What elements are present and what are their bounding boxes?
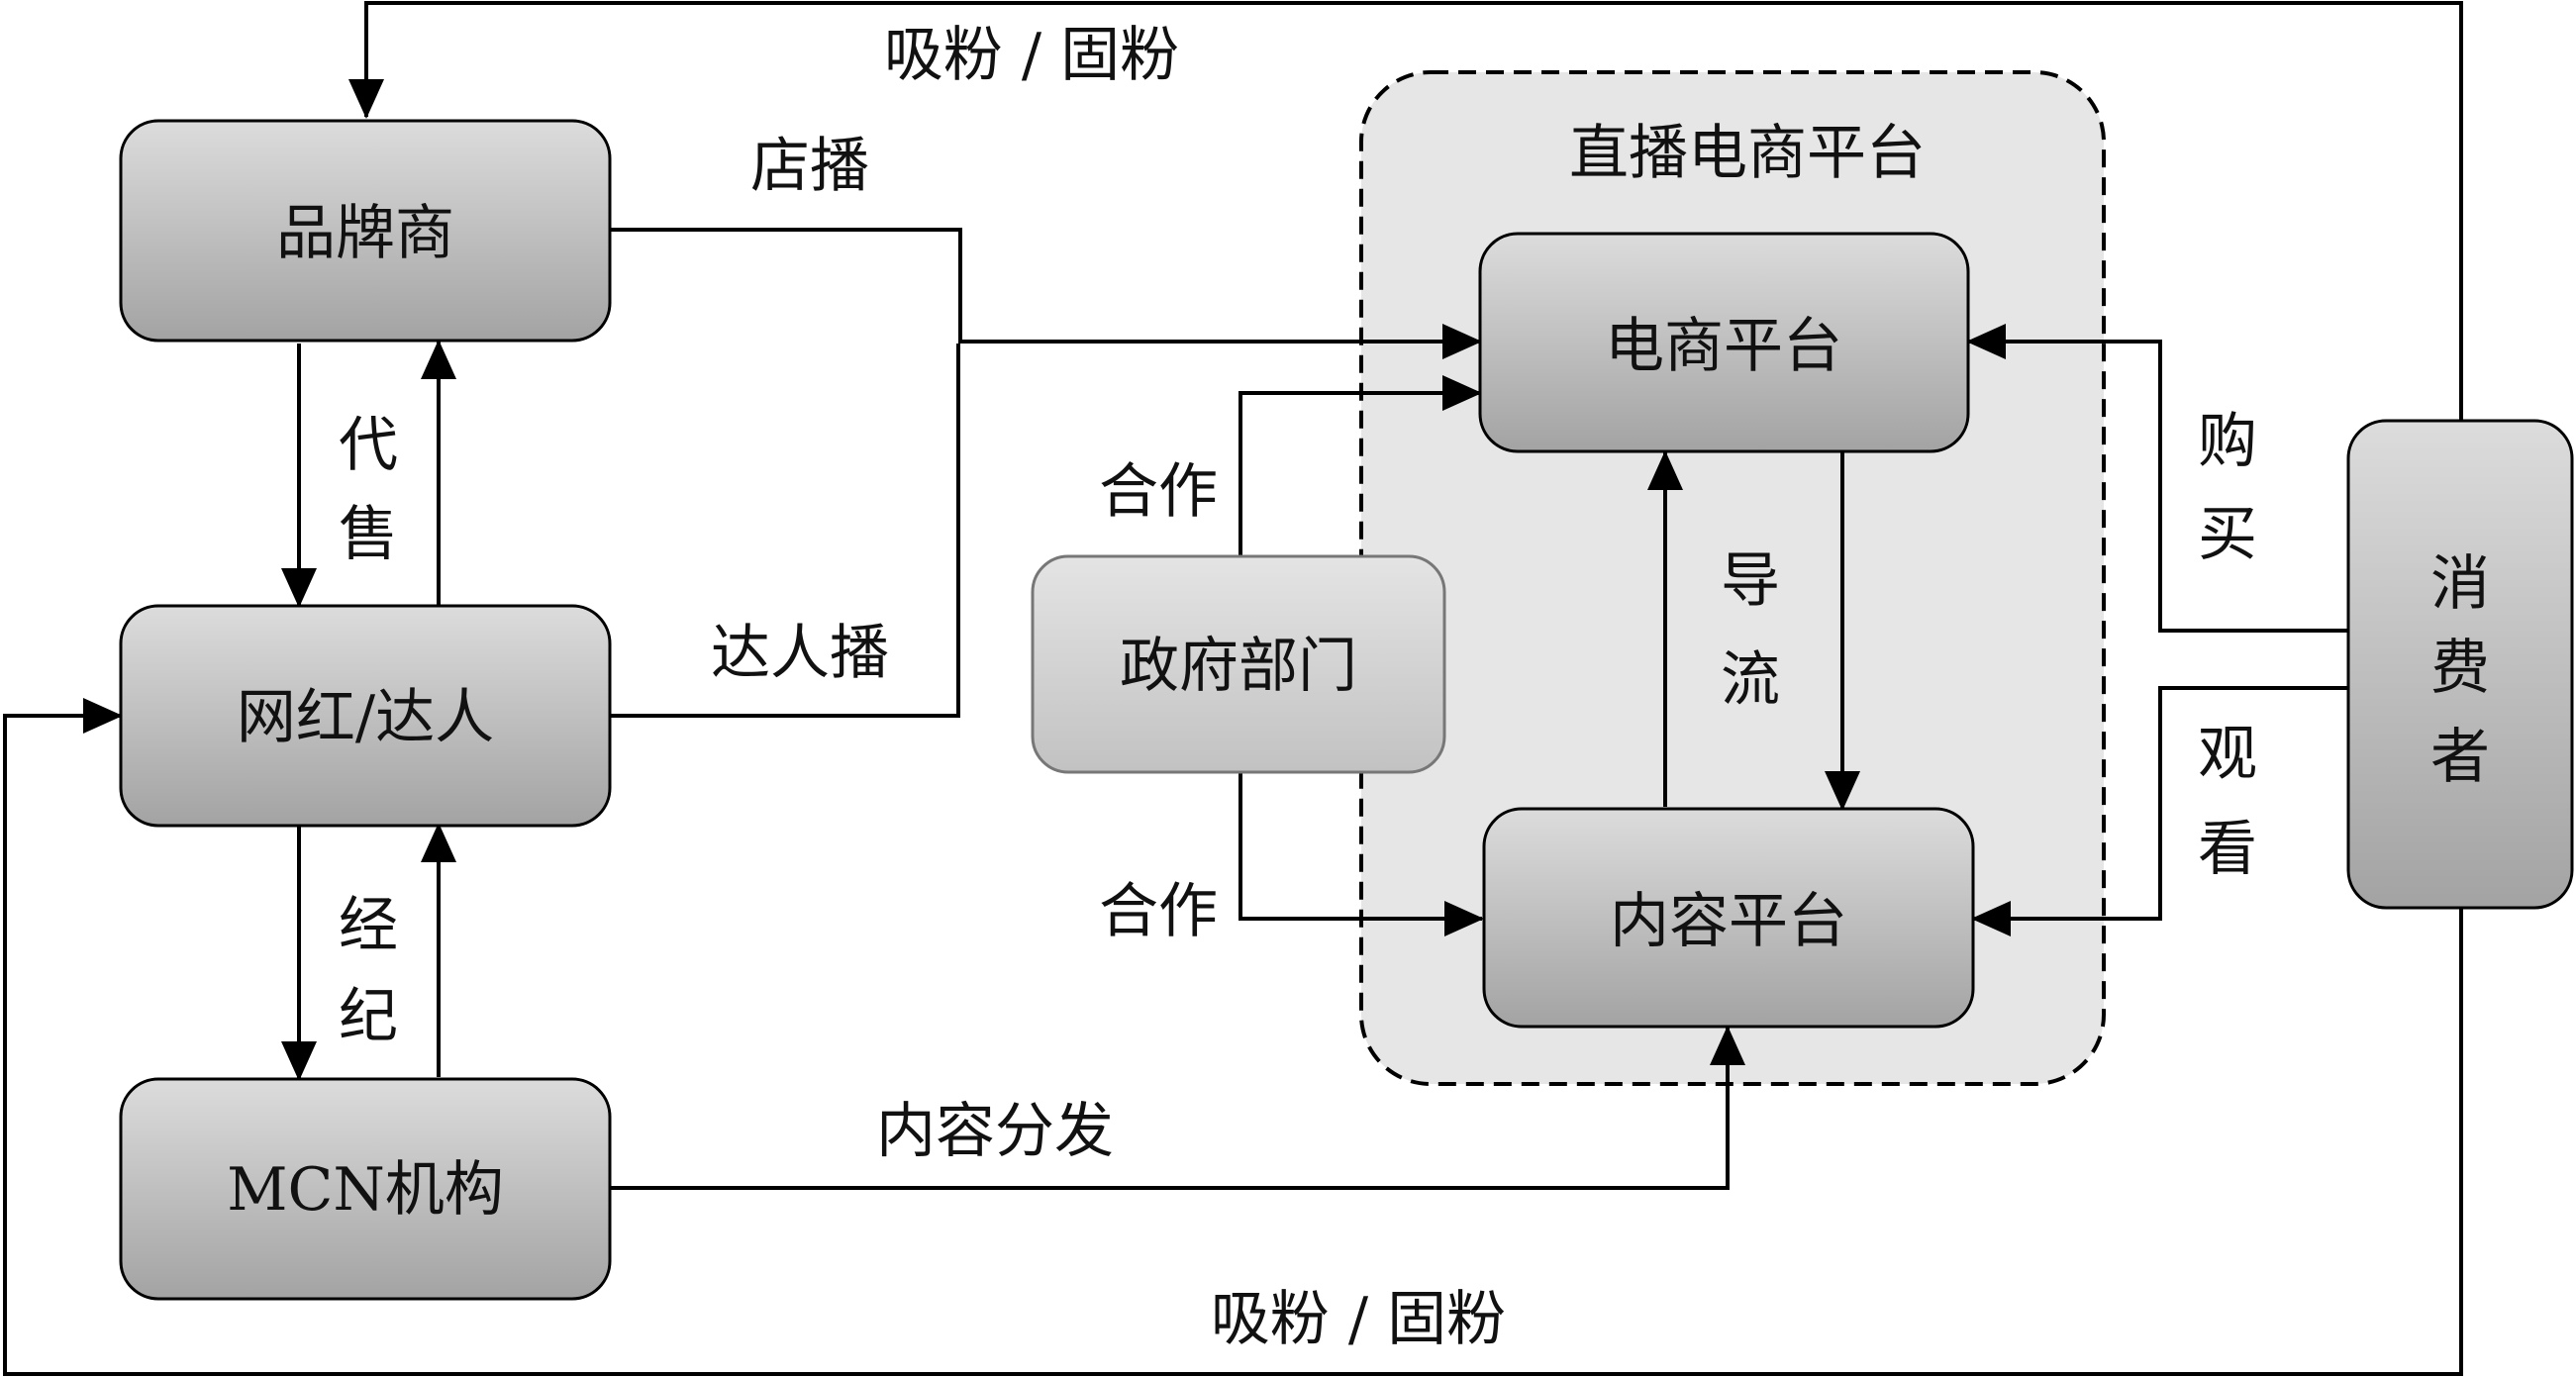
influencer-node xyxy=(119,604,612,828)
government-node xyxy=(1031,554,1446,774)
influencer-label: 网红/达人 xyxy=(237,683,494,752)
agency-sale-label-char-1: 代 xyxy=(339,411,398,480)
content-platform-label: 内容平台 xyxy=(1610,887,1847,956)
mcn-label: MCN机构 xyxy=(227,1155,504,1225)
group-label: 直播电商平台 xyxy=(1569,119,1926,188)
gov-to-ecommerce-line xyxy=(1238,375,1482,556)
influencer-broadcast-line xyxy=(610,344,960,718)
store-broadcast-label: 店播 xyxy=(750,132,869,201)
ecommerce-platform-label: 电商平台 xyxy=(1605,312,1842,381)
brokerage-label-char-2: 纪 xyxy=(339,982,398,1051)
top-fans-label: 吸粉 / 固粉 xyxy=(884,21,1179,90)
content-distribution-line xyxy=(610,1026,1745,1190)
ecommerce-platform-node xyxy=(1478,232,1970,453)
traffic-guide-label-char-2: 流 xyxy=(1721,645,1780,715)
watch-line xyxy=(1971,686,2348,936)
store-broadcast-line xyxy=(610,228,1482,359)
mcn-node xyxy=(119,1077,612,1301)
brokerage-label-char-1: 经 xyxy=(339,891,398,960)
consumer-label-char-3: 者 xyxy=(2430,723,2490,792)
brand-node xyxy=(119,119,612,343)
influencer-broadcast-label: 达人播 xyxy=(711,619,889,688)
brand-label: 品牌商 xyxy=(276,199,454,268)
watch-label-char-2: 看 xyxy=(2198,815,2257,884)
cooperation-lower-label: 合作 xyxy=(1099,877,1218,946)
top-fans-loop xyxy=(348,1,2463,421)
traffic-guide-label-char-1: 导 xyxy=(1721,546,1780,616)
consumer-label-char-2: 费 xyxy=(2430,634,2490,703)
watch-label-char-1: 观 xyxy=(2198,720,2257,789)
bottom-fans-label: 吸粉 / 固粉 xyxy=(1211,1285,1506,1354)
agency-sale-label-char-2: 售 xyxy=(339,500,398,569)
government-label: 政府部门 xyxy=(1120,632,1357,701)
gov-to-content-line xyxy=(1238,772,1484,936)
cooperation-upper-label: 合作 xyxy=(1099,457,1218,527)
purchase-label-char-1: 购 xyxy=(2198,407,2257,476)
consumer-label-char-1: 消 xyxy=(2430,549,2490,619)
purchase-line xyxy=(1966,324,2348,633)
consumer-node xyxy=(2346,419,2574,910)
purchase-label-char-2: 买 xyxy=(2198,500,2257,569)
content-platform-node xyxy=(1482,807,1975,1029)
content-distribution-label: 内容分发 xyxy=(876,1097,1114,1166)
bottom-fans-loop xyxy=(3,698,2463,1376)
